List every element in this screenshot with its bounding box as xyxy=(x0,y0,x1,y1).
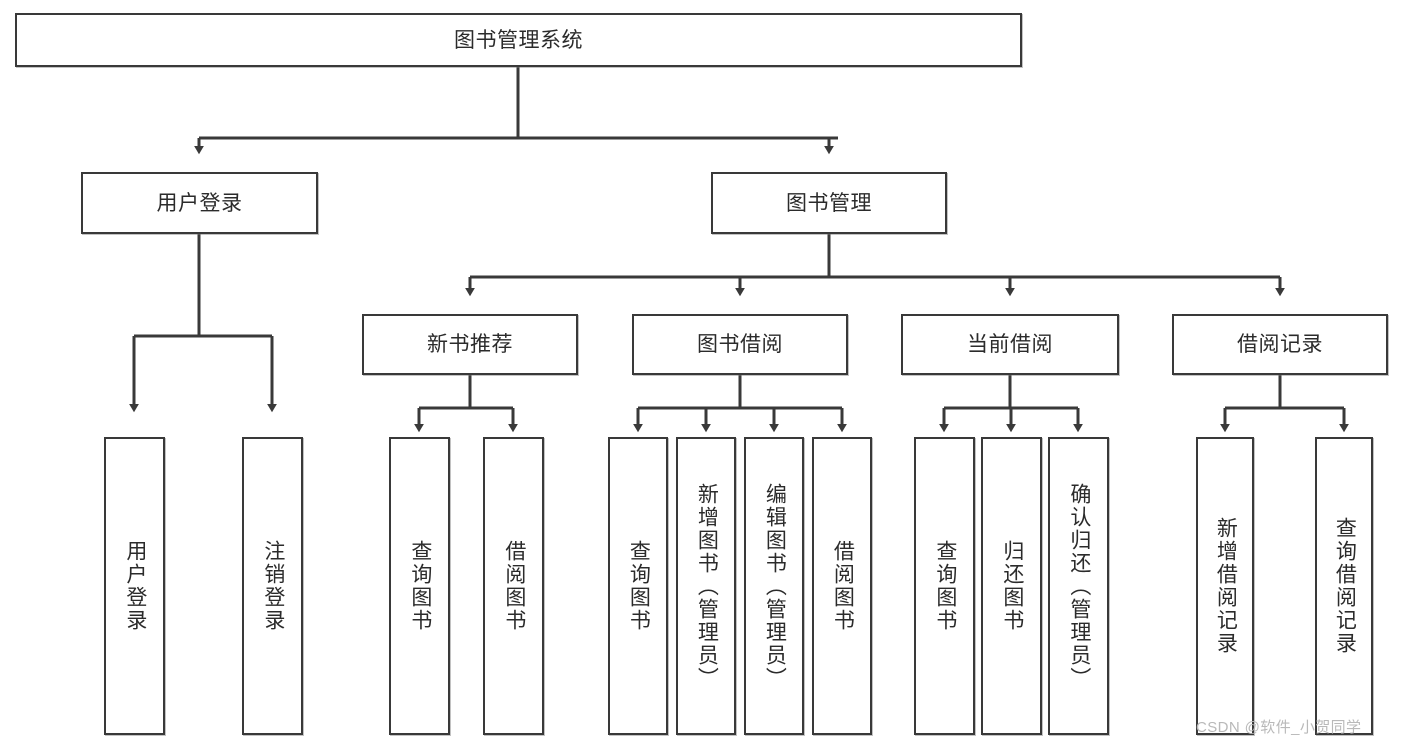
node-leaf-query-borrow-record[interactable]: 查询借阅记录 xyxy=(1315,437,1373,735)
node-leaf-return-book[interactable]: 归还图书 xyxy=(981,437,1042,735)
node-current-borrow-label: 当前借阅 xyxy=(967,333,1053,356)
node-new-book-recommend-label: 新书推荐 xyxy=(427,333,513,356)
node-leaf-borrow-book-a[interactable]: 借阅图书 xyxy=(483,437,544,735)
node-user-login[interactable]: 用户登录 xyxy=(81,172,318,234)
node-leaf-confirm-return-admin[interactable]: 确认归还（管理员） xyxy=(1048,437,1109,735)
node-leaf-borrow-book-b[interactable]: 借阅图书 xyxy=(812,437,872,735)
node-leaf-add-book-admin[interactable]: 新增图书（管理员） xyxy=(676,437,736,735)
node-book-borrow[interactable]: 图书借阅 xyxy=(632,314,848,375)
node-leaf-query-book-a[interactable]: 查询图书 xyxy=(389,437,450,735)
node-leaf-label: 查询图书 xyxy=(408,540,432,632)
node-leaf-label: 用户登录 xyxy=(123,540,147,632)
node-leaf-label: 查询借阅记录 xyxy=(1333,517,1357,655)
node-leaf-label: 借阅图书 xyxy=(831,540,855,632)
node-book-borrow-label: 图书借阅 xyxy=(697,333,783,356)
node-root-system[interactable]: 图书管理系统 xyxy=(15,13,1022,67)
node-leaf-label: 编辑图书（管理员） xyxy=(763,482,787,690)
node-leaf-add-borrow-record[interactable]: 新增借阅记录 xyxy=(1196,437,1254,735)
node-leaf-edit-book-admin[interactable]: 编辑图书（管理员） xyxy=(744,437,804,735)
node-leaf-label: 查询图书 xyxy=(627,540,651,632)
node-leaf-label: 归还图书 xyxy=(1000,540,1024,632)
node-leaf-label: 新增借阅记录 xyxy=(1214,517,1238,655)
watermark-text: CSDN @软件_小贺同学 xyxy=(1196,719,1362,736)
node-leaf-label: 借阅图书 xyxy=(502,540,526,632)
node-leaf-label: 查询图书 xyxy=(933,540,957,632)
node-borrow-record[interactable]: 借阅记录 xyxy=(1172,314,1388,375)
node-leaf-query-book-c[interactable]: 查询图书 xyxy=(914,437,975,735)
node-book-management-label: 图书管理 xyxy=(786,191,872,215)
node-new-book-recommend[interactable]: 新书推荐 xyxy=(362,314,578,375)
node-borrow-record-label: 借阅记录 xyxy=(1237,333,1323,356)
node-leaf-user-login[interactable]: 用户登录 xyxy=(104,437,165,735)
node-leaf-logout[interactable]: 注销登录 xyxy=(242,437,303,735)
node-book-management[interactable]: 图书管理 xyxy=(711,172,947,234)
node-root-label: 图书管理系统 xyxy=(454,28,583,52)
node-leaf-query-book-b[interactable]: 查询图书 xyxy=(608,437,668,735)
node-leaf-label: 注销登录 xyxy=(261,540,285,632)
node-leaf-label: 确认归还（管理员） xyxy=(1067,482,1091,690)
node-user-login-label: 用户登录 xyxy=(156,191,243,215)
node-current-borrow[interactable]: 当前借阅 xyxy=(901,314,1119,375)
node-leaf-label: 新增图书（管理员） xyxy=(695,482,719,690)
